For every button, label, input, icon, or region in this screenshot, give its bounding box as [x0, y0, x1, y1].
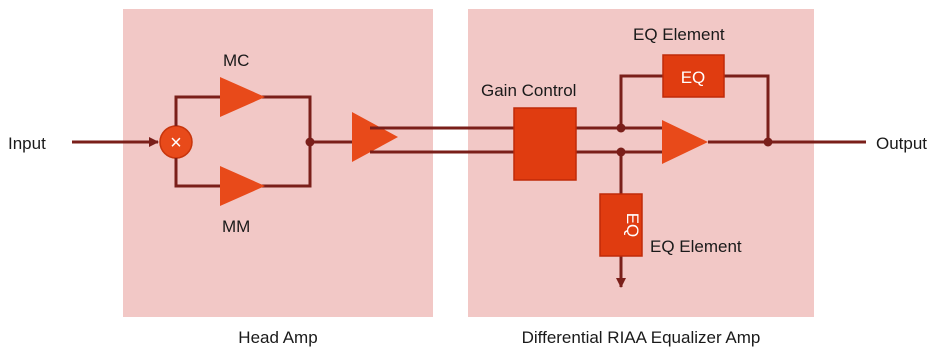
mc-amplifier — [220, 77, 265, 117]
eq-block-bottom — [599, 193, 643, 257]
eq-element-bottom-label: EQ Element — [650, 237, 742, 256]
riaa-amp-label: Differential RIAA Equalizer Amp — [522, 328, 761, 347]
eq-block-top — [662, 54, 725, 98]
output-junction — [763, 137, 773, 147]
gain-control-label: Gain Control — [481, 81, 576, 100]
eq-block-top-label: EQ — [681, 68, 706, 87]
head-amp-label: Head Amp — [238, 328, 317, 347]
output-label: Output — [876, 134, 927, 153]
mm-amplifier — [220, 166, 265, 206]
mixer-symbol: × — [170, 132, 182, 154]
buffer-amplifier — [352, 112, 398, 162]
head-amp-panel — [123, 9, 433, 317]
gain-control-block — [513, 107, 577, 181]
output-amplifier — [662, 120, 708, 164]
eq-block-bottom-label: EQ — [623, 213, 642, 238]
mc-label: MC — [223, 51, 249, 70]
eq-element-top-label: EQ Element — [633, 25, 725, 44]
input-label: Input — [8, 134, 46, 153]
mm-label: MM — [222, 217, 250, 236]
